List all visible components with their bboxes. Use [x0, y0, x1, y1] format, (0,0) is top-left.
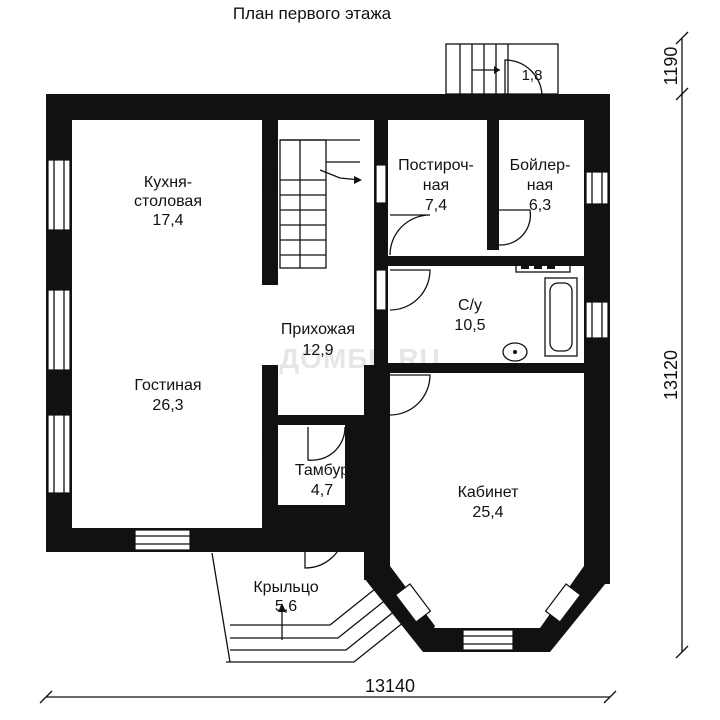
window-kitchen — [47, 159, 71, 231]
room-laundry-area: 7,4 — [425, 197, 447, 214]
back-porch-area: 1,8 — [522, 67, 543, 84]
window-boiler — [585, 171, 609, 205]
plan-title: План первого этажа — [233, 4, 392, 23]
dimension-width: 13140 — [365, 676, 415, 696]
room-porch-label: Крыльцо — [253, 579, 318, 596]
porch-steps — [211, 552, 405, 663]
room-kitchen-label-2: столовая — [134, 193, 202, 210]
window-study-left — [394, 583, 432, 623]
window-hall-left — [375, 269, 387, 311]
room-bathroom-label: С/у — [458, 297, 482, 314]
window-living-bottom — [134, 529, 191, 551]
outer-walls — [46, 94, 610, 652]
room-study-area: 25,4 — [472, 504, 503, 521]
dimension-top-offset: 1190 — [661, 47, 681, 86]
windows — [47, 159, 609, 651]
inner-walls — [278, 120, 584, 530]
dimension-height: 13120 — [661, 350, 681, 400]
room-boiler-label: Бойлер- — [510, 157, 571, 174]
window-living-2 — [47, 414, 71, 494]
room-porch-area: 5,6 — [275, 598, 297, 615]
room-vestibule-label: Тамбур — [295, 462, 349, 479]
room-kitchen-label: Кухня- — [144, 174, 192, 191]
window-study-bottom — [462, 629, 514, 651]
room-laundry-label: Постироч- — [398, 157, 474, 174]
room-hall-label: Прихожая — [281, 321, 355, 338]
vent-shafts — [262, 165, 278, 459]
doors — [304, 59, 543, 569]
room-living-label: Гостиная — [134, 377, 201, 394]
room-boiler-label-2: ная — [527, 177, 553, 194]
room-hall-area: 12,9 — [302, 342, 333, 359]
room-kitchen-area: 17,4 — [152, 212, 183, 229]
window-bathroom — [585, 301, 609, 339]
staircase — [279, 139, 362, 269]
window-laundry-left — [375, 164, 387, 204]
dimension-lines — [39, 31, 689, 704]
bathroom-fixtures — [502, 257, 578, 362]
window-living-1 — [47, 289, 71, 371]
room-study-label: Кабинет — [458, 484, 520, 501]
room-boiler-area: 6,3 — [529, 197, 551, 214]
room-bathroom-area: 10,5 — [454, 317, 485, 334]
window-study-right — [544, 583, 582, 623]
room-vestibule-area: 4,7 — [311, 482, 333, 499]
room-living-area: 26,3 — [152, 397, 183, 414]
room-laundry-label-2: ная — [423, 177, 449, 194]
